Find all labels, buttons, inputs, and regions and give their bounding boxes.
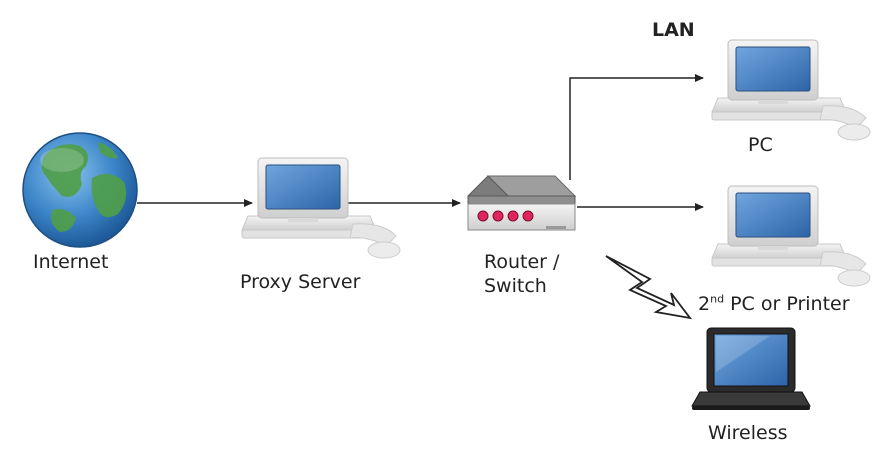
laptop-icon: [691, 327, 811, 410]
lightning-arrow-icon: [605, 255, 693, 320]
desktop-computer-icon: [711, 39, 871, 141]
second-pc-label: 2nd PC or Printer: [698, 292, 850, 316]
link-router-pc: [569, 74, 704, 180]
second-pc-rest: PC or Printer: [724, 293, 850, 315]
desktop-computer-icon: [711, 185, 871, 287]
second-pc-prefix: 2: [698, 293, 711, 315]
globe-icon: [22, 132, 138, 248]
internet-label: Internet: [33, 251, 109, 273]
router-icon: [467, 175, 577, 231]
second-pc-sup: nd: [710, 292, 725, 306]
pc-label: PC: [748, 134, 773, 156]
proxy-server-label: Proxy Server: [240, 271, 361, 293]
lan-label: LAN: [652, 19, 695, 41]
router-label-line2: Switch: [484, 275, 547, 297]
wireless-label: Wireless: [708, 422, 788, 444]
desktop-computer-icon: [241, 157, 401, 259]
router-label-line1: Router /: [484, 251, 560, 273]
